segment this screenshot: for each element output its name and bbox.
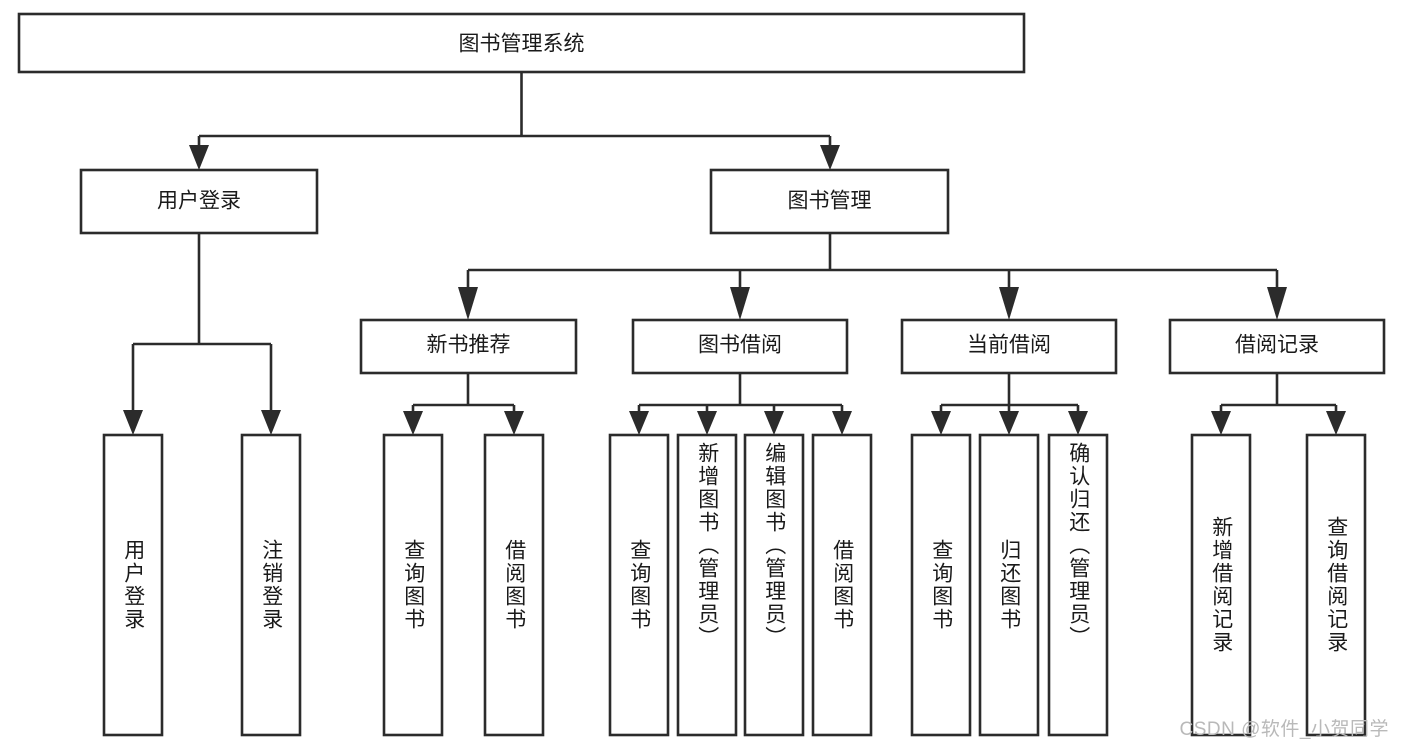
arrow-head-icon (1326, 411, 1346, 435)
arrow-head-icon (820, 145, 840, 170)
node-box-rect[interactable] (79, 168, 319, 235)
arrow-head-icon (931, 411, 951, 435)
arrow-head-icon (764, 411, 784, 435)
leaf-box-query-book-2[interactable] (608, 433, 670, 737)
node-new-book-recommend[interactable]: 新书推荐 (359, 318, 578, 375)
node-label: 图书管理系统 (459, 33, 585, 56)
node-user-login[interactable]: 用户登录 (79, 168, 319, 235)
node-book-management[interactable]: 图书管理 (709, 168, 950, 235)
node-label: 图书借阅 (698, 334, 782, 357)
arrow-head-icon (730, 287, 750, 320)
connector-root-to-level2 (189, 72, 840, 170)
leaf-box-add-record[interactable] (1190, 433, 1252, 737)
node-label: 图书管理 (788, 190, 872, 213)
node-box-rect[interactable] (631, 318, 849, 375)
node-root-system[interactable]: 图书管理系统 (17, 12, 1026, 74)
node-label: 新书推荐 (427, 334, 511, 357)
node-current-borrow[interactable]: 当前借阅 (900, 318, 1118, 375)
arrow-head-icon (1211, 411, 1231, 435)
node-label: 借阅记录 (1235, 334, 1319, 357)
arrow-head-icon (1068, 411, 1088, 435)
leaf-box-user-login[interactable] (102, 433, 164, 737)
leaf-box-logout[interactable] (240, 433, 302, 737)
node-box-rect[interactable] (900, 318, 1118, 375)
arrow-head-icon (629, 411, 649, 435)
connector-borrowrecord-to-leaves (1211, 373, 1346, 435)
arrow-head-icon (123, 410, 143, 435)
arrow-head-icon (999, 411, 1019, 435)
node-box-rect[interactable] (709, 168, 950, 235)
arrow-head-icon (261, 410, 281, 435)
arrow-head-icon (403, 411, 423, 435)
node-book-borrow[interactable]: 图书借阅 (631, 318, 849, 375)
node-box-rect[interactable] (359, 318, 578, 375)
node-box-rect[interactable] (17, 12, 1026, 74)
node-label: 当前借阅 (967, 334, 1051, 357)
leaf-box-edit-book[interactable] (743, 433, 805, 737)
node-borrow-record[interactable]: 借阅记录 (1168, 318, 1386, 375)
leaf-box-borrow-book-1[interactable] (483, 433, 545, 737)
leaf-box-add-book[interactable] (676, 433, 738, 737)
arrow-head-icon (189, 145, 209, 170)
connector-newbook-to-leaves (403, 373, 524, 435)
leaf-box-borrow-book-2[interactable] (811, 433, 873, 737)
arrow-head-icon (697, 411, 717, 435)
connector-currentborrow-to-leaves (931, 373, 1088, 435)
leaf-box-confirm-return[interactable] (1047, 433, 1109, 737)
leaf-box-query-book-1[interactable] (382, 433, 444, 737)
leaf-box-query-record[interactable] (1305, 433, 1367, 737)
leaf-box-query-book-3[interactable] (910, 433, 972, 737)
arrow-head-icon (1267, 287, 1287, 320)
arrow-head-icon (832, 411, 852, 435)
connector-bookmgmt-to-level3 (458, 233, 1287, 320)
node-box-rect[interactable] (1168, 318, 1386, 375)
connector-bookborrow-to-leaves (629, 373, 852, 435)
arrow-head-icon (504, 411, 524, 435)
arrow-head-icon (999, 287, 1019, 320)
connector-userlogin-to-leaves (123, 233, 281, 435)
watermark-text: CSDN @软件_小贺同学 (1179, 719, 1389, 740)
arrow-head-icon (458, 287, 478, 320)
node-label: 用户登录 (157, 190, 241, 213)
leaf-box-return-book[interactable] (978, 433, 1040, 737)
